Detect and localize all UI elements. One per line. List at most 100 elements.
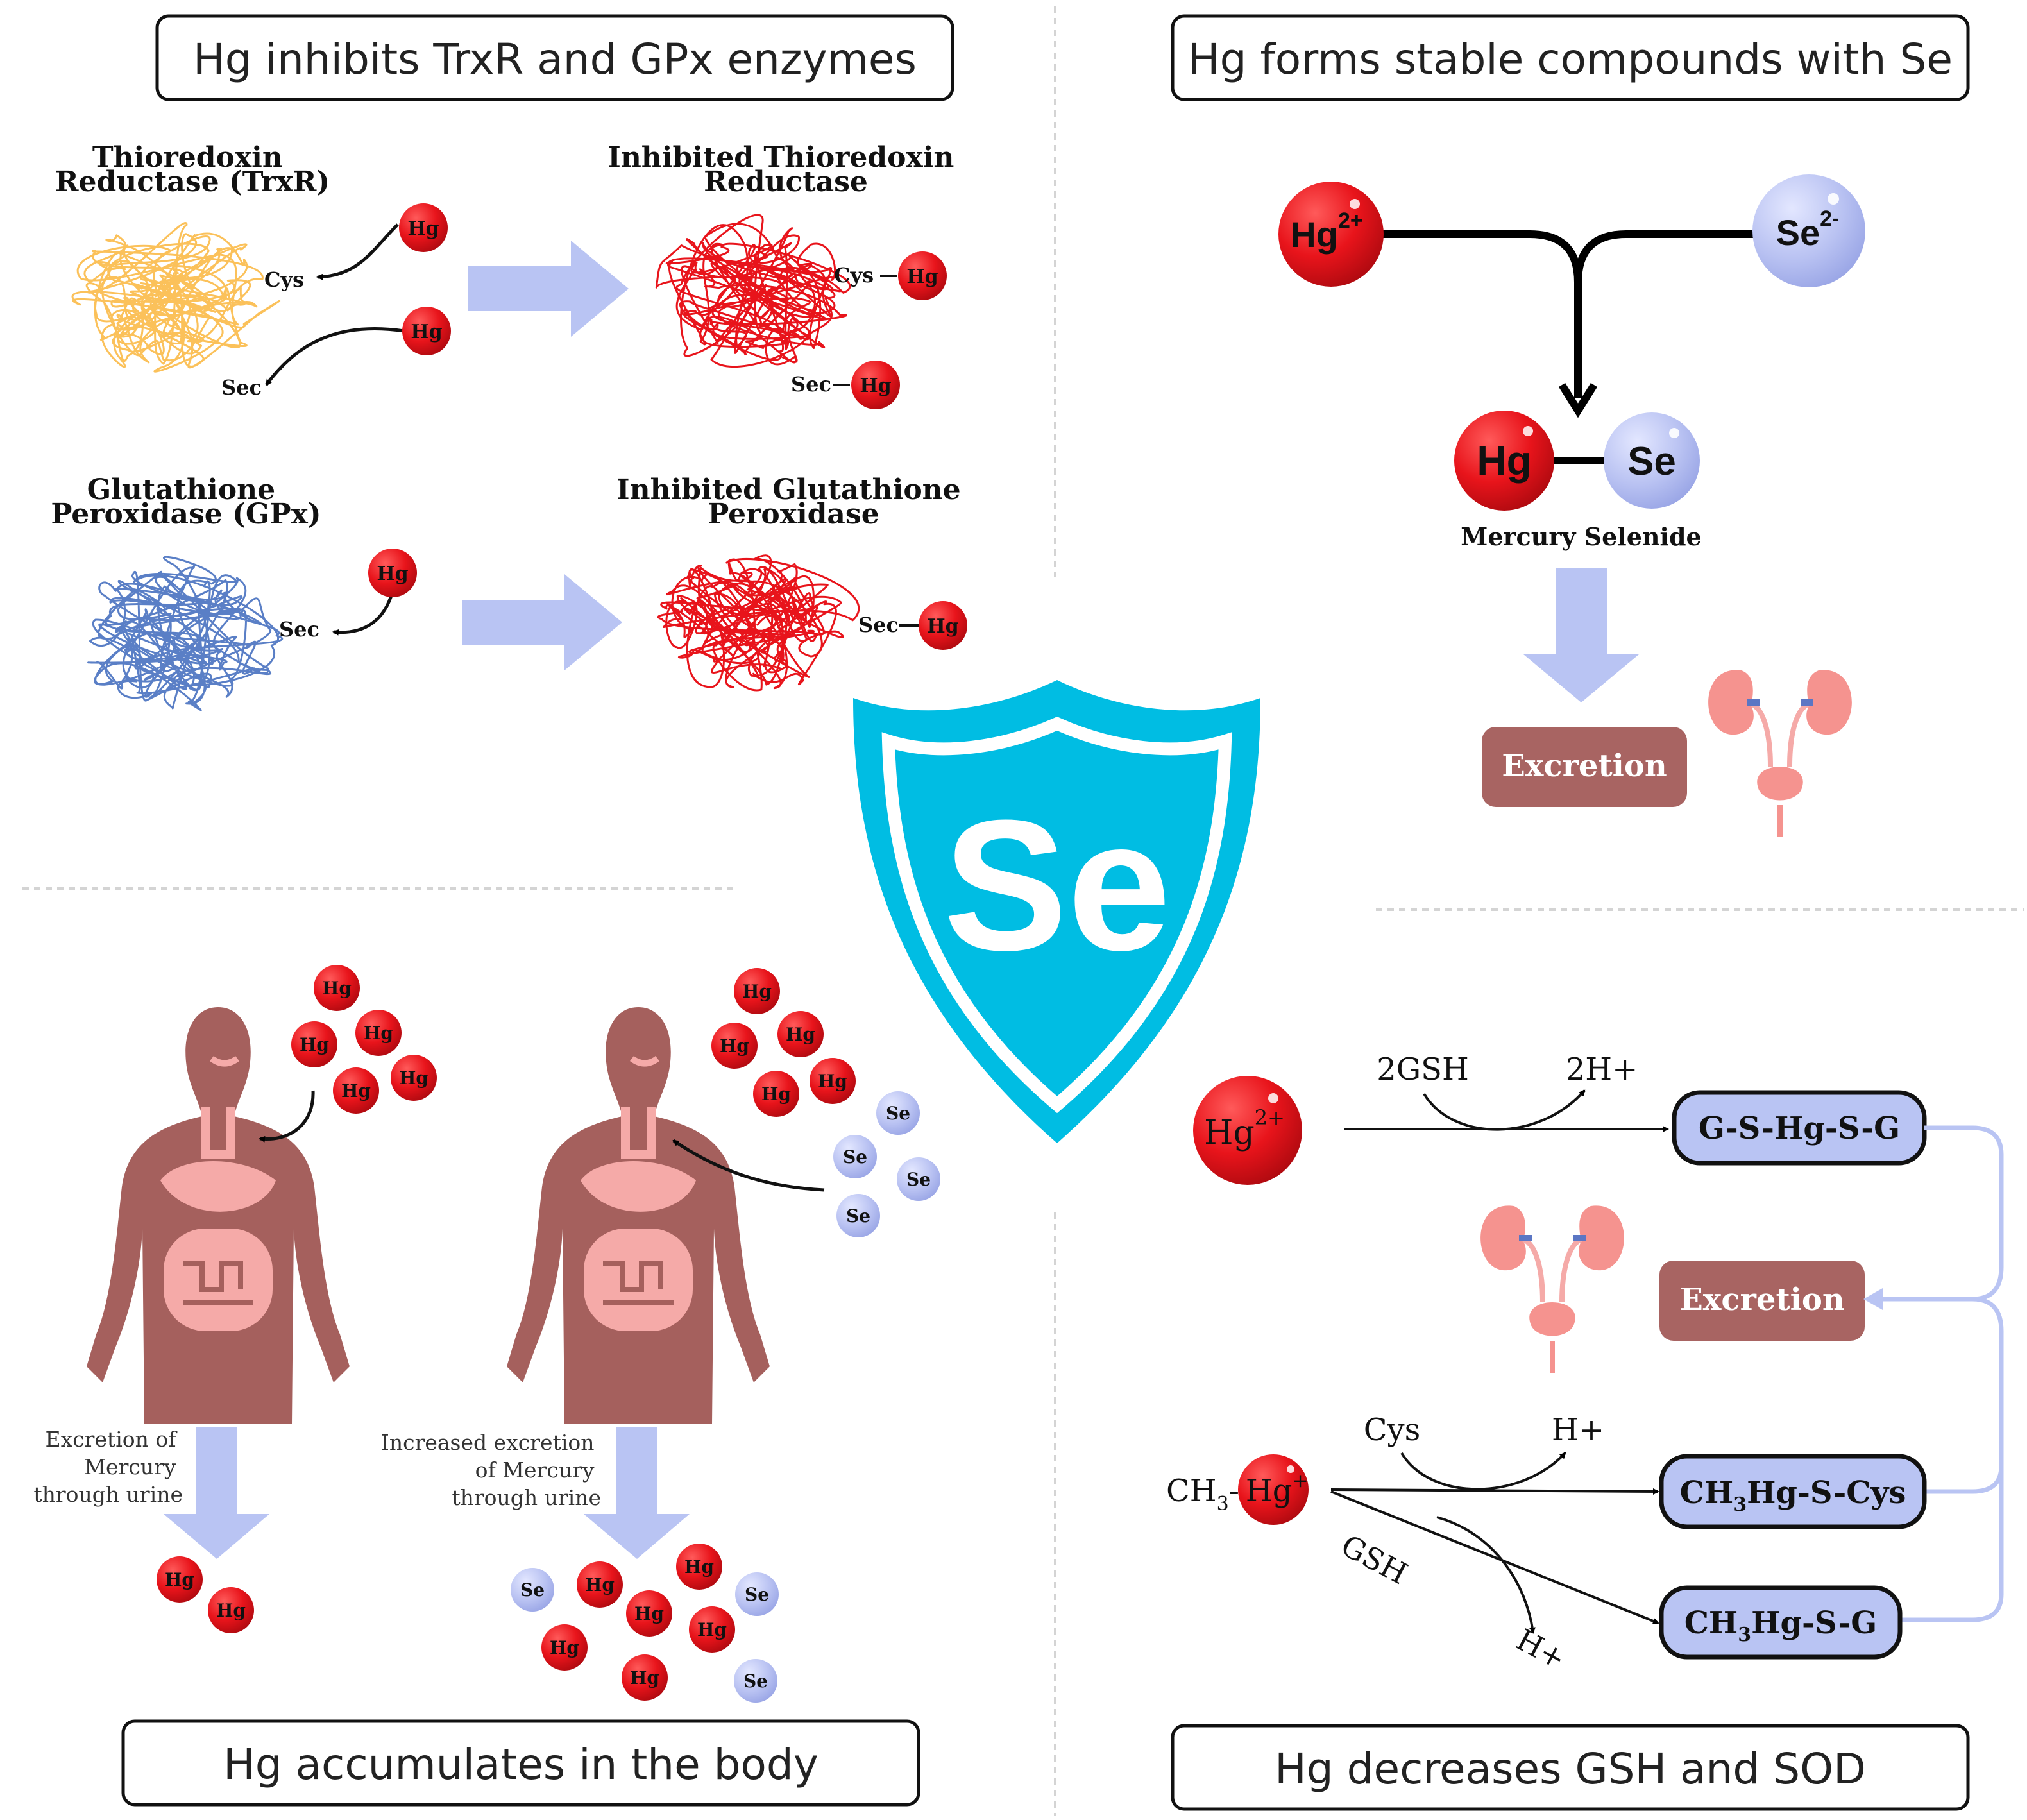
ch3-charge: + — [1293, 1470, 1309, 1492]
svg-text:Inhibited Thioredoxin Re: Inhibited Thioredoxin Reductase — [607, 141, 964, 198]
svg-text:Hg: Hg — [399, 1067, 428, 1089]
caption-left-line1: Excretion of — [46, 1427, 178, 1452]
svg-text:Hg: Hg — [634, 1603, 664, 1624]
inhibited-trxr-label-line1: Inhibited Thioredoxin — [607, 141, 954, 174]
caption-left-line3: through urine — [33, 1482, 183, 1507]
mercury-selenide-label: Mercury Selenide — [1461, 522, 1701, 551]
svg-text:Se: Se — [745, 1584, 769, 1605]
hg-atom: Hg — [676, 1544, 722, 1590]
svg-text:Excretion of Mercury: Excretion of Mercury through urine — [33, 1427, 183, 1507]
hg-atom: Hg — [753, 1071, 799, 1117]
svg-text:Hg: Hg — [377, 563, 408, 585]
arrow-gpx-inhibition — [462, 574, 622, 670]
arrow-trxr-inhibition — [468, 241, 629, 337]
hg-atom-trxr-2: Hg — [402, 307, 451, 355]
svg-text:Inhibited Glutathione Pe: Inhibited Glutathione Peroxidase — [616, 473, 971, 531]
se-atom: Se — [897, 1157, 940, 1201]
hg-atom: Hg — [577, 1561, 623, 1608]
kidney-icon — [1480, 1205, 1624, 1373]
complex-g-prefix: CH — [1684, 1605, 1738, 1641]
svg-text:Hg: Hg — [165, 1569, 194, 1590]
svg-text:Hg: Hg — [761, 1084, 791, 1105]
inhibited-trxr-sec-site: Sec — [791, 372, 831, 396]
trxr-cys-site: Cys — [264, 268, 304, 292]
se-atom: Se — [836, 1194, 880, 1237]
hg-atom-bound-sec-gpx: Hg — [919, 601, 967, 650]
human-body-right — [507, 1007, 770, 1424]
hg-atom: Hg — [314, 965, 360, 1011]
complex-cys-prefix: CH — [1680, 1475, 1734, 1511]
product-h1: H+ — [1552, 1412, 1604, 1448]
excretion-label-1: Excretion — [1502, 748, 1667, 784]
se-ion: Se2- — [1752, 174, 1865, 287]
caption-right-line2: of Mercury — [475, 1458, 595, 1483]
complex-cys-rest: Hg-S-Cys — [1747, 1475, 1906, 1511]
panel-hg-inhibits-enzymes: Hg inhibits TrxR and GPx enzymes Thiored… — [51, 14, 971, 711]
svg-text:Hg: Hg — [906, 266, 938, 288]
svg-text:Thioredoxin Reductase (T: Thioredoxin Reductase (TrxR) — [55, 141, 330, 198]
svg-text:Se: Se — [886, 1103, 910, 1124]
kidney-icon — [1708, 670, 1852, 837]
inhibited-trxr-tangle — [655, 214, 851, 368]
svg-text:Hg: Hg — [860, 375, 891, 397]
svg-text:CH3-Hg+: CH3-Hg+ — [1166, 1470, 1309, 1515]
trxr-sec-site: Sec — [221, 375, 262, 400]
svg-text:Hg: Hg — [742, 981, 772, 1002]
title-gsh-sod: Hg decreases GSH and SOD — [1275, 1744, 1866, 1794]
hg-atom: Hg — [810, 1058, 856, 1104]
mercury-selenide-se: Se — [1604, 412, 1700, 509]
hg-ion-gsh-charge: 2+ — [1255, 1105, 1285, 1130]
trxr-enzyme-tangle — [71, 222, 281, 373]
se-ion-charge: 2- — [1820, 207, 1839, 231]
svg-text:Hg2+: Hg2+ — [1290, 208, 1362, 255]
se-atom: Se — [734, 1659, 777, 1703]
hg-atom: Hg — [391, 1055, 437, 1101]
inhibited-gpx-label-line1: Inhibited Glutathione — [616, 473, 961, 506]
svg-text:Hg: Hg — [720, 1035, 749, 1057]
title-accumulates: Hg accumulates in the body — [223, 1740, 818, 1789]
hg-atom-trxr-1: Hg — [399, 203, 448, 252]
hg-ion-symbol: Hg — [1290, 214, 1338, 255]
svg-text:Se: Se — [906, 1169, 931, 1190]
svg-text:Hg: Hg — [216, 1600, 246, 1621]
inhibited-gpx-label-line2: Peroxidase — [708, 498, 879, 531]
svg-text:Se: Se — [846, 1205, 870, 1227]
caption-right-line3: through urine — [452, 1485, 601, 1510]
complex-cys-box — [1659, 1454, 1927, 1529]
reagent-2gsh: 2GSH — [1377, 1051, 1469, 1087]
arrow-excretion-left — [164, 1427, 269, 1559]
excretion-label-2: Excretion — [1679, 1282, 1845, 1318]
ch3-prefix: CH — [1166, 1473, 1217, 1509]
urinary-system-graphic — [1480, 1205, 1624, 1373]
arrow-excretion-right — [584, 1427, 690, 1559]
svg-text:Se: Se — [520, 1579, 545, 1601]
svg-text:Hg: Hg — [697, 1619, 727, 1640]
title-hg-se: Hg forms stable compounds with Se — [1188, 35, 1953, 84]
reagent-gsh: GSH — [1336, 1528, 1413, 1592]
se-atom: Se — [876, 1091, 920, 1135]
methylmercury-ion: CH3-Hg+ — [1166, 1454, 1309, 1525]
shield-icon — [853, 680, 1260, 1143]
hg-ion-gsh-symbol: Hg — [1204, 1114, 1255, 1152]
svg-text:Hg: Hg — [550, 1637, 579, 1658]
ch3-dash: - — [1229, 1473, 1239, 1509]
complex-gsh-label: G-S-Hg-S-G — [1699, 1110, 1900, 1146]
title-box-hg-se — [1171, 14, 1970, 101]
caption-left-line2: Mercury — [84, 1454, 176, 1479]
complex-cys-sub: 3 — [1733, 1493, 1747, 1516]
svg-text:Hg: Hg — [411, 321, 442, 343]
svg-text:Hg: Hg — [630, 1667, 659, 1688]
hg-atom: Hg — [208, 1587, 254, 1633]
gpx-label-line1: Glutathione — [87, 473, 275, 506]
svg-text:Hg: Hg — [300, 1034, 329, 1055]
hg-ion-charge: 2+ — [1338, 208, 1363, 233]
svg-text:Hg: Hg — [818, 1071, 847, 1092]
hg-ion: Hg2+ — [1278, 182, 1384, 287]
svg-text:Hg: Hg — [364, 1023, 393, 1044]
hg-atom: Hg — [355, 1010, 402, 1056]
hg-atom: Hg — [541, 1624, 588, 1671]
svg-text:Hg: Hg — [1477, 438, 1531, 484]
complex-g-rest: Hg-S-G — [1751, 1605, 1877, 1641]
